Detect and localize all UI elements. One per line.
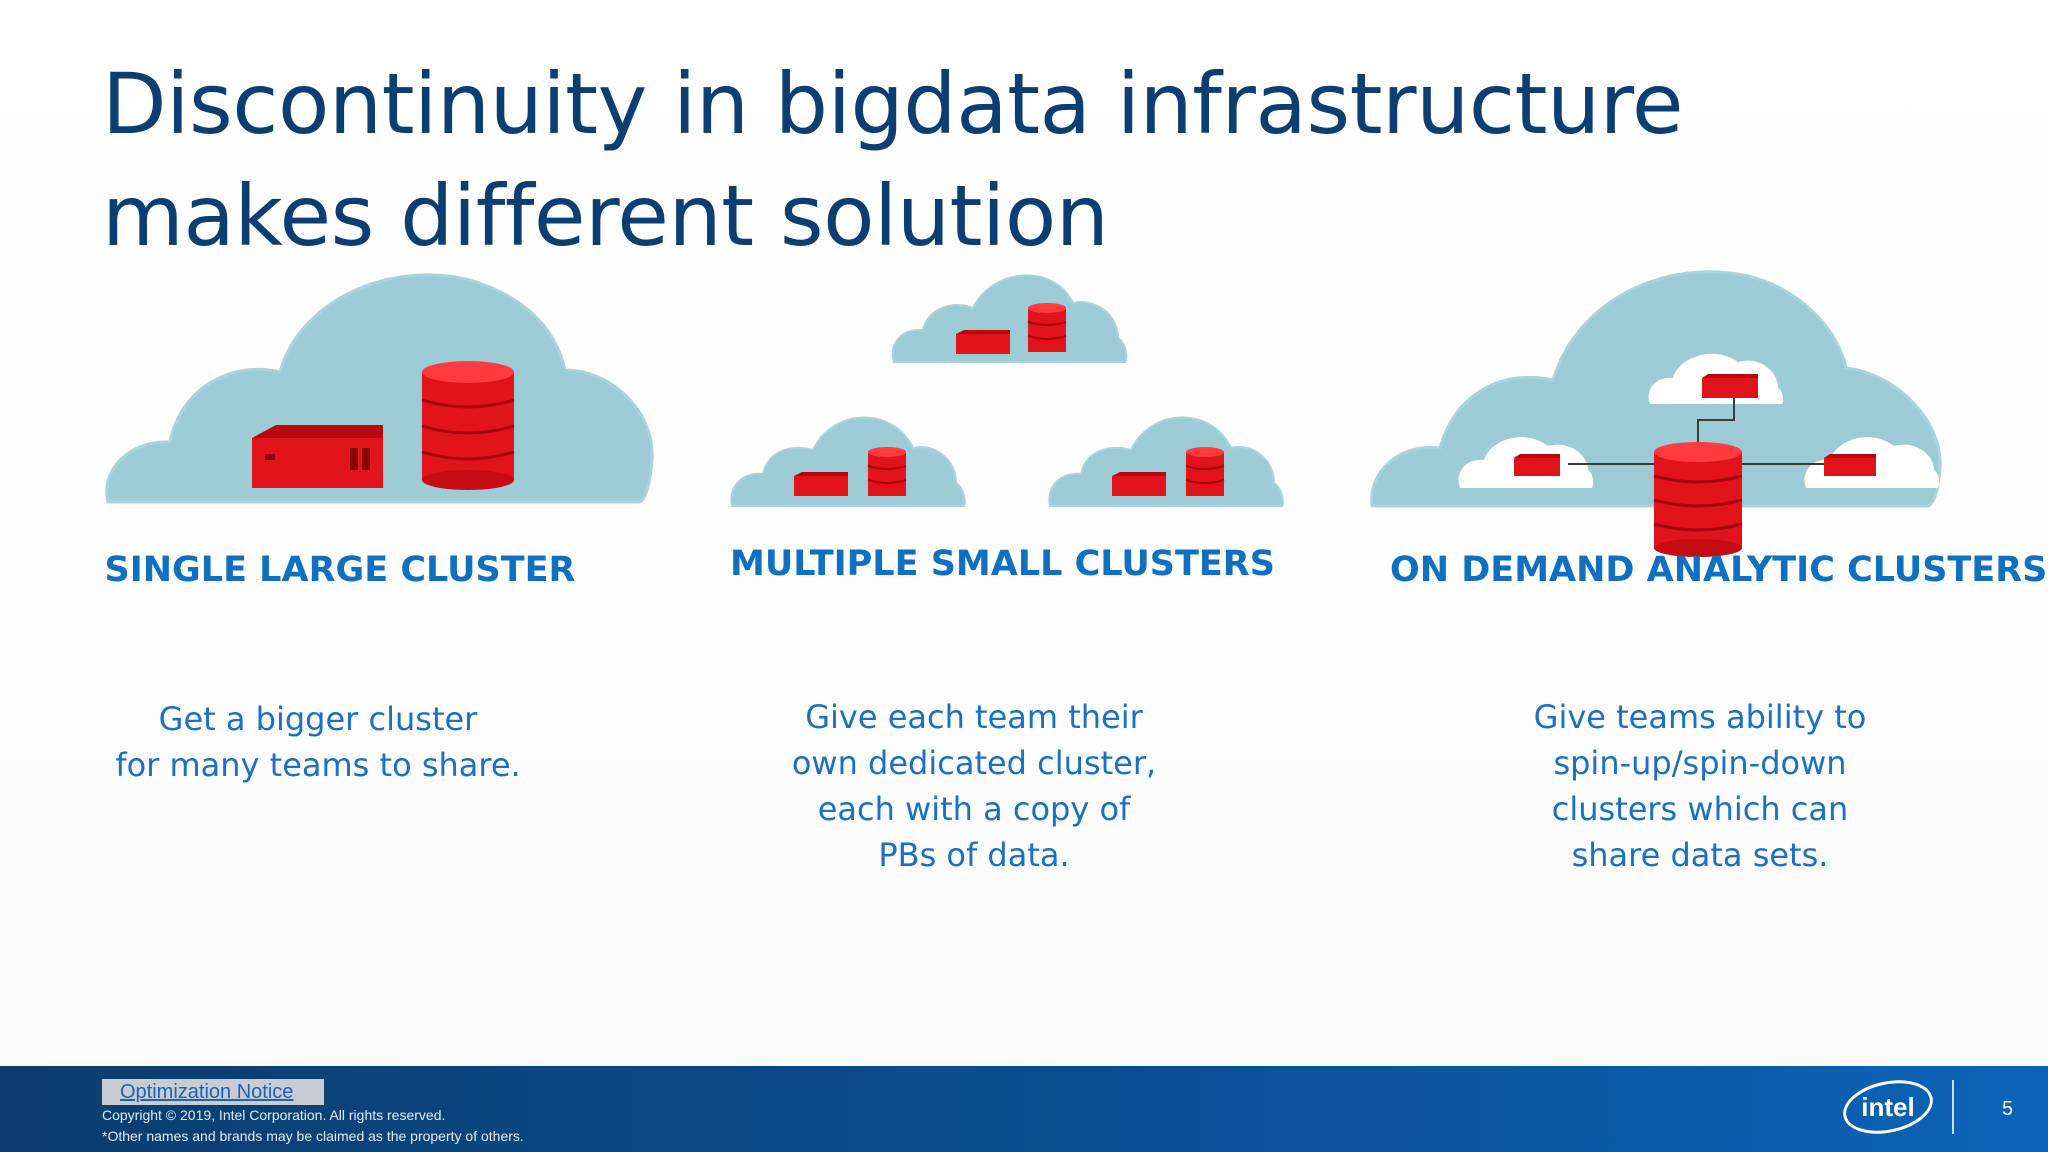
heading-multiple-small-clusters: MULTIPLE SMALL CLUSTERS	[730, 544, 1275, 584]
copyright-text: Copyright © 2019, Intel Corporation. All…	[102, 1107, 446, 1123]
slide-title: Discontinuity in bigdata infrastructure …	[102, 55, 1684, 265]
cloud-icon	[105, 273, 654, 504]
on-demand-clusters-illustration	[1370, 270, 1942, 557]
heading-on-demand-analytic-clusters: ON DEMAND ANALYTIC CLUSTERS	[1390, 550, 2048, 590]
optimization-notice-link[interactable]: Optimization Notice	[102, 1079, 324, 1105]
description-multiple-small-clusters: Give each team their own dedicated clust…	[791, 698, 1157, 874]
footer-bar	[0, 1066, 2048, 1152]
heading-single-large-cluster: SINGLE LARGE CLUSTER	[104, 550, 576, 590]
database-icon	[867, 447, 907, 496]
description-on-demand-analytic-clusters: Give teams ability to spin-up/spin-down …	[1533, 698, 1867, 874]
page-number: 5	[2002, 1098, 2014, 1120]
server-icon	[1112, 472, 1166, 496]
intel-logo: intel	[1843, 1080, 1933, 1134]
description-single-large-cluster: Get a bigger cluster for many teams to s…	[115, 700, 521, 784]
server-icon	[252, 425, 383, 488]
cloud-icon	[1048, 416, 1284, 507]
server-icon	[1824, 454, 1876, 476]
server-icon	[1514, 454, 1560, 476]
footer-divider	[1952, 1080, 1954, 1134]
database-icon	[1185, 447, 1225, 496]
trademark-text: *Other names and brands may be claimed a…	[102, 1128, 524, 1144]
database-icon	[1027, 303, 1067, 352]
connector-lines	[1568, 392, 1826, 465]
multiple-clusters-illustration	[730, 274, 1284, 507]
cloud-icon	[891, 274, 1128, 363]
server-icon	[1702, 374, 1758, 398]
single-cluster-illustration	[105, 273, 654, 504]
intel-logo-text: intel	[1861, 1092, 1914, 1122]
cloud-icon	[730, 416, 966, 507]
database-icon	[1653, 442, 1743, 557]
server-icon	[956, 330, 1010, 354]
database-icon	[421, 361, 515, 490]
server-icon	[794, 472, 848, 496]
